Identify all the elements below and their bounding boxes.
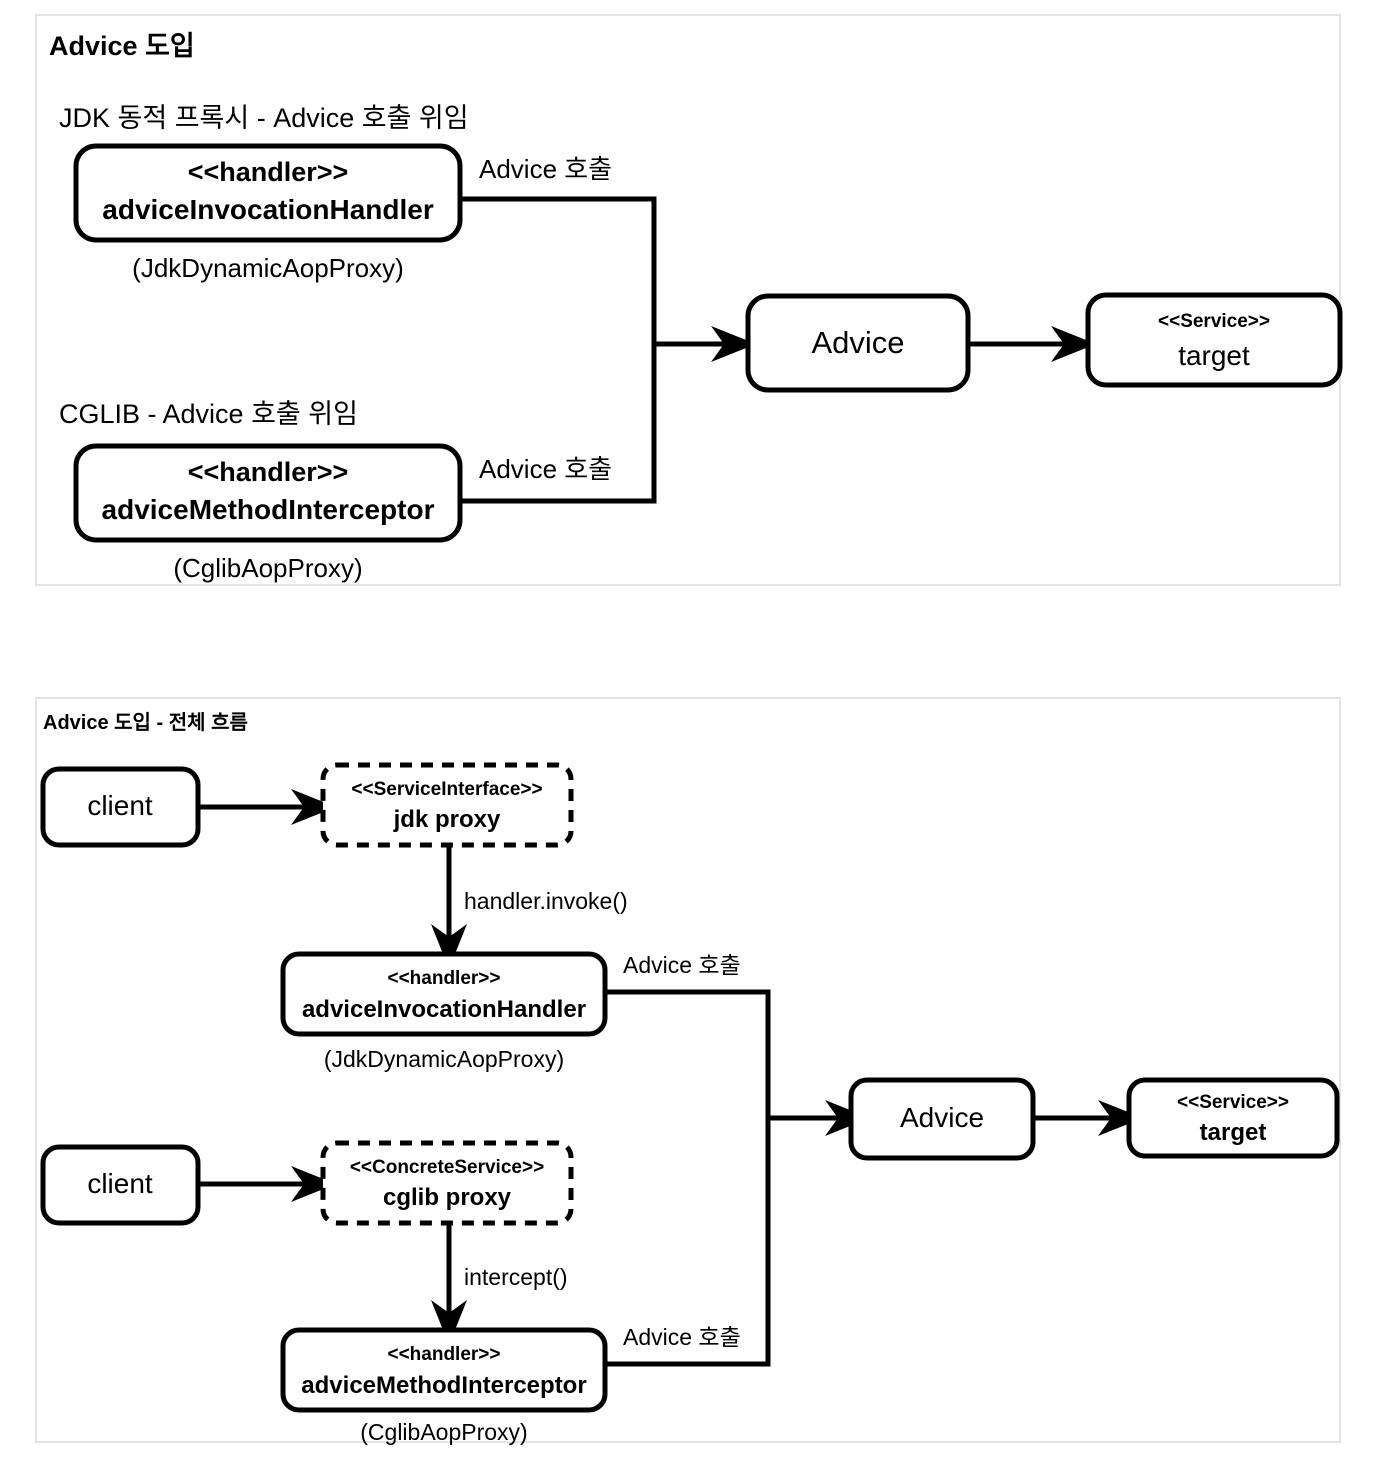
node-jdk-handler-name: adviceInvocationHandler <box>102 194 434 225</box>
edge-label-cglib-advice-call: Advice 호출 <box>479 454 612 484</box>
node-target-box <box>1085 292 1343 388</box>
panel-advice-full-flow: Advice 도입 - 전체 흐름 client <<ServiceInterf… <box>35 697 1341 1445</box>
node-cglib-handler-box <box>73 443 463 543</box>
edge-merge-handlers <box>460 196 657 504</box>
edge-flow-merge-handlers <box>605 989 771 1367</box>
node-cglib-handler-caption: (CglibAopProxy) <box>173 553 362 583</box>
node-flow-target-box <box>1126 1077 1340 1159</box>
node-target-stereotype: <<Service>> <box>1158 311 1270 332</box>
node-target-name: target <box>1178 340 1250 371</box>
edge-label-flow-cglib-advice-call: Advice 호출 <box>623 1324 741 1350</box>
node-cglib-proxy-stereotype: <<ConcreteService>> <box>350 1157 544 1178</box>
node-jdk-proxy-stereotype: <<ServiceInterface>> <box>351 779 542 800</box>
panel-advice-introduction: Advice 도입 JDK 동적 프록시 - Advice 호출 위임 <<ha… <box>35 14 1343 586</box>
edge-label-flow-jdk-advice-call: Advice 호출 <box>623 952 741 978</box>
edge-label-handler-invoke: handler.invoke() <box>464 888 628 914</box>
node-jdk-handler-caption: (JdkDynamicAopProxy) <box>132 253 404 283</box>
node-flow-target-name: target <box>1200 1119 1267 1146</box>
node-cglib-handler-stereotype: <<handler>> <box>188 457 349 487</box>
node-flow-advice-label: Advice <box>900 1102 984 1133</box>
node-jdk-proxy-name: jdk proxy <box>393 806 501 833</box>
node-flow-jdk-handler-name: adviceInvocationHandler <box>302 996 586 1023</box>
node-advice-label: Advice <box>811 325 904 360</box>
edge-label-intercept: intercept() <box>464 1264 568 1290</box>
node-flow-jdk-handler-stereotype: <<handler>> <box>387 968 500 989</box>
node-flow-cglib-handler-name: adviceMethodInterceptor <box>301 1372 586 1399</box>
section-label-jdk: JDK 동적 프록시 - Advice 호출 위임 <box>59 103 469 133</box>
diagram-advice-full-flow: client <<ServiceInterface>> jdk proxy ha… <box>40 762 1340 1445</box>
node-flow-cglib-handler-stereotype: <<handler>> <box>387 1344 500 1365</box>
node-flow-target-stereotype: <<Service>> <box>1177 1092 1289 1113</box>
node-flow-cglib-handler-box <box>280 1327 608 1413</box>
edge-label-jdk-advice-call: Advice 호출 <box>479 154 612 184</box>
page-title: Advice 도입 <box>49 31 195 61</box>
node-flow-jdk-handler-caption: (JdkDynamicAopProxy) <box>324 1046 564 1072</box>
node-jdk-handler-box <box>73 143 463 243</box>
node-jdk-handler-stereotype: <<handler>> <box>188 157 349 187</box>
node-flow-cglib-handler-caption: (CglibAopProxy) <box>360 1419 527 1445</box>
node-client-bottom-label: client <box>87 1168 153 1199</box>
page-title-flow: Advice 도입 - 전체 흐름 <box>43 712 248 734</box>
node-cglib-proxy-name: cglib proxy <box>383 1184 512 1211</box>
section-label-cglib: CGLIB - Advice 호출 위임 <box>59 399 358 429</box>
node-client-top-label: client <box>87 790 153 821</box>
diagram-advice-introduction: JDK 동적 프록시 - Advice 호출 위임 <<handler>> ad… <box>59 103 1343 583</box>
node-cglib-handler-name: adviceMethodInterceptor <box>102 494 435 525</box>
